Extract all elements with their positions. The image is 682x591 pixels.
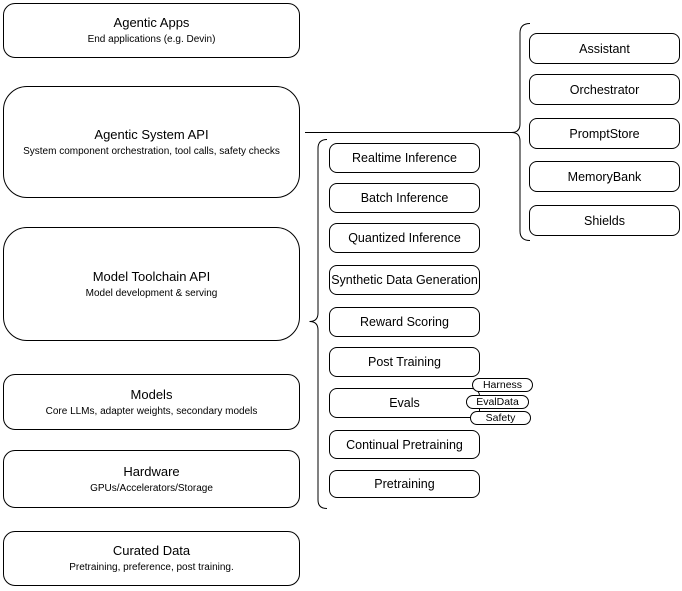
node-reward-scoring: Reward Scoring: [329, 307, 480, 337]
node-pretraining: Pretraining: [329, 470, 480, 498]
node-subtitle: Pretraining, preference, post training.: [69, 562, 234, 573]
pill-evaldata: EvalData: [466, 395, 529, 409]
node-agentic-apps: Agentic Apps End applications (e.g. Devi…: [3, 3, 300, 58]
node-quantized-inference: Quantized Inference: [329, 223, 480, 253]
node-title: Hardware: [123, 463, 180, 479]
node-subtitle: System component orchestration, tool cal…: [23, 145, 280, 157]
node-models: Models Core LLMs, adapter weights, secon…: [3, 374, 300, 430]
node-title: Models: [130, 386, 173, 402]
pill-harness: Harness: [472, 378, 533, 392]
node-title: Agentic System API: [94, 126, 209, 142]
node-post-training: Post Training: [329, 347, 480, 377]
node-batch-inference: Batch Inference: [329, 183, 480, 213]
node-orchestrator: Orchestrator: [529, 74, 680, 105]
node-synthetic-data-generation: Synthetic Data Generation: [329, 265, 480, 295]
node-model-toolchain-api: Model Toolchain API Model development & …: [3, 227, 300, 341]
node-memorybank: MemoryBank: [529, 161, 680, 192]
node-agentic-system-api: Agentic System API System component orch…: [3, 86, 300, 198]
node-title: Model Toolchain API: [92, 268, 211, 284]
pill-safety: Safety: [470, 411, 531, 425]
node-subtitle: Core LLMs, adapter weights, secondary mo…: [45, 405, 258, 417]
node-subtitle: End applications (e.g. Devin): [87, 34, 216, 45]
node-promptstore: PromptStore: [529, 118, 680, 149]
node-subtitle: Model development & serving: [85, 287, 218, 299]
node-realtime-inference: Realtime Inference: [329, 143, 480, 173]
node-curated-data: Curated Data Pretraining, preference, po…: [3, 531, 300, 586]
node-title: Curated Data: [112, 543, 191, 558]
node-continual-pretraining: Continual Pretraining: [329, 430, 480, 459]
node-hardware: Hardware GPUs/Accelerators/Storage: [3, 450, 300, 508]
node-subtitle: GPUs/Accelerators/Storage: [90, 482, 213, 494]
brace-toolchain: [309, 139, 328, 509]
node-assistant: Assistant: [529, 33, 680, 64]
node-evals: Evals: [329, 388, 480, 418]
node-shields: Shields: [529, 205, 680, 236]
brace-system-components: [511, 23, 531, 241]
node-title: Agentic Apps: [113, 15, 190, 30]
